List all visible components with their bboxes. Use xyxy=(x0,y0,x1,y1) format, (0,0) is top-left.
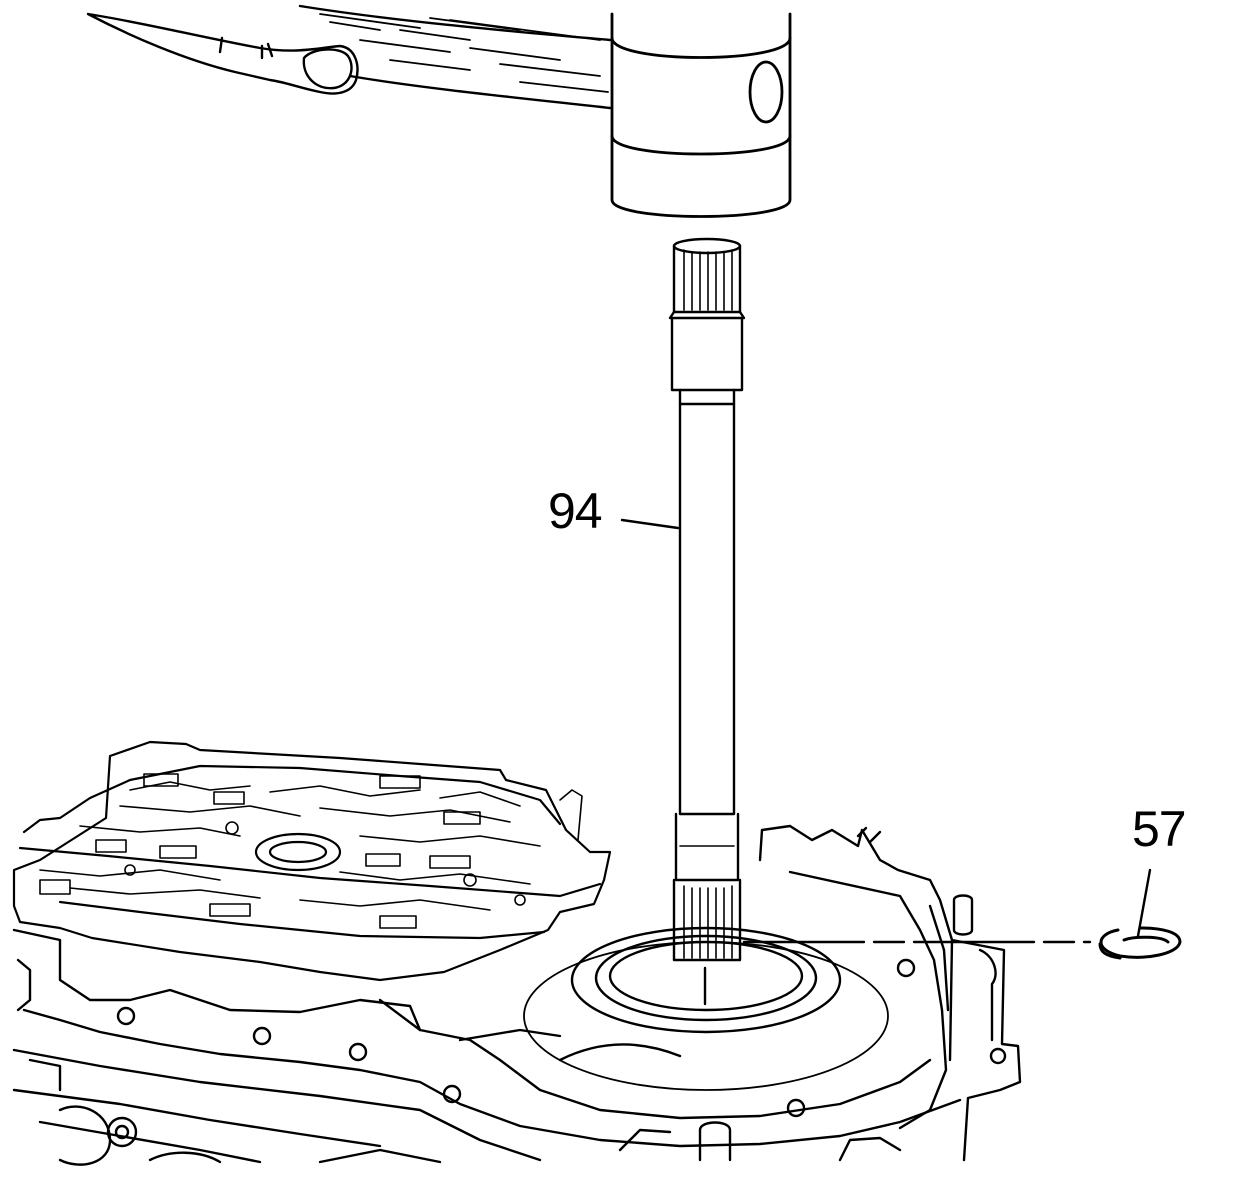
retaining-ring xyxy=(1098,926,1182,960)
transmission-case xyxy=(12,824,1022,1166)
valve-body xyxy=(12,740,612,982)
callout-label-94: 94 xyxy=(548,483,602,539)
callout-leader-57 xyxy=(1136,868,1152,938)
hand-illustration xyxy=(86,4,612,110)
callout-label-57: 57 xyxy=(1132,801,1186,857)
axle-shaft xyxy=(668,237,746,1006)
hammer-head xyxy=(610,12,792,218)
callout-leader-94 xyxy=(620,518,680,530)
